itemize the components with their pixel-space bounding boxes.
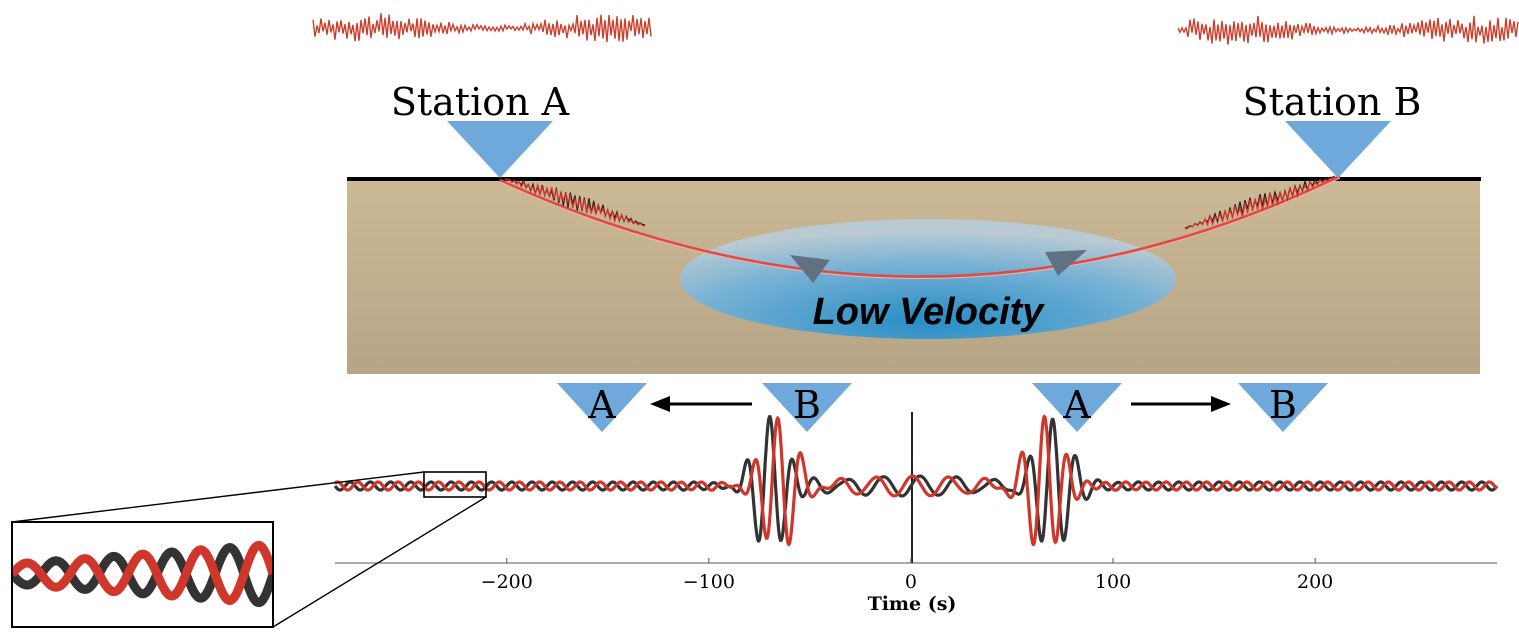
zoom-connector-bottom	[272, 496, 487, 628]
marker-label-a-left: A	[587, 383, 616, 427]
ray-wavelet-trace	[504, 178, 646, 227]
x-tick-label: −100	[683, 571, 735, 593]
ray-wavelet-trace	[1184, 176, 1336, 230]
ray-wavelet-b	[1184, 175, 1336, 230]
cross-correlation-plot: −200 −100 0 100 200 Time (s)	[333, 412, 1499, 615]
seismogram-station-b	[1177, 15, 1519, 45]
arrow-right-head	[1211, 396, 1231, 412]
x-tick-label: 0	[905, 571, 917, 593]
marker-label-a-right: A	[1062, 383, 1091, 427]
inset-red-trace	[12, 540, 273, 605]
x-tick-label: 200	[1297, 571, 1333, 593]
inset-black-trace	[12, 543, 273, 608]
direction-marker-right: A B	[1032, 383, 1328, 432]
marker-triangle-a-right	[1032, 383, 1122, 432]
marker-triangle-a-left	[557, 383, 647, 432]
station-a-triangle	[447, 121, 553, 178]
low-velocity-zone	[680, 219, 1176, 339]
station-b-triangle	[1285, 121, 1391, 178]
ray-arrow-right	[1045, 250, 1087, 276]
zoom-connector-top	[11, 471, 425, 523]
arrow-left-head	[650, 396, 670, 412]
ray-arrow-left	[790, 255, 830, 283]
x-tick-label: −200	[481, 571, 533, 593]
low-velocity-label: Low Velocity	[813, 291, 1046, 333]
zoom-region-box	[423, 471, 487, 498]
ray-path-highlight	[499, 177, 1341, 279]
x-tick-label: 100	[1095, 571, 1131, 593]
seismogram-station-a	[312, 13, 652, 43]
x-tick-labels: −200 −100 0 100 200	[481, 558, 1333, 593]
series-red-trace	[334, 414, 1499, 547]
direction-marker-left: A B	[557, 383, 852, 432]
zoom-inset	[11, 521, 274, 628]
ray-wavelet-a	[504, 177, 646, 227]
zoom-inset-frame-bg	[12, 522, 273, 627]
marker-label-b-left: B	[793, 383, 821, 427]
marker-label-b-right: B	[1269, 383, 1297, 427]
x-axis-label: Time (s)	[868, 593, 957, 615]
station-b-label: Station B	[1243, 80, 1422, 124]
ray-path	[499, 174, 1341, 278]
marker-triangle-b-right	[1238, 383, 1328, 432]
marker-triangle-b-left	[762, 383, 852, 432]
station-a-label: Station A	[391, 80, 570, 124]
zoom-inset-frame	[11, 521, 274, 628]
